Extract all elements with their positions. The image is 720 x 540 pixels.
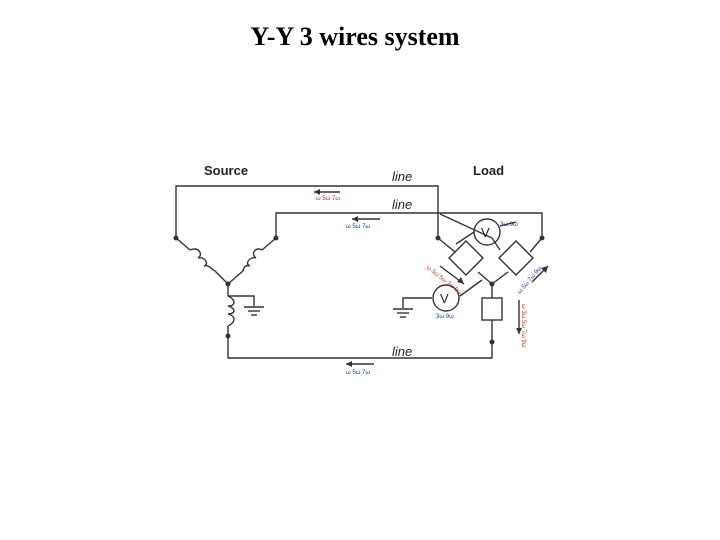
line-label-top: line bbox=[392, 169, 412, 184]
load-branch-left bbox=[437, 237, 456, 253]
source-ground-lead bbox=[228, 295, 255, 306]
load-element-left bbox=[448, 240, 484, 276]
voltmeter-1: V bbox=[473, 218, 501, 246]
source-coil-right bbox=[242, 248, 263, 272]
source-coil-left bbox=[189, 248, 215, 272]
source-coil-bottom bbox=[227, 295, 235, 327]
harmonic-second-line: ω 5ω 7ω bbox=[346, 224, 370, 230]
voltmeter-2-label: V bbox=[440, 291, 449, 306]
line-label-middle: line bbox=[392, 197, 412, 212]
terminal-dots bbox=[173, 235, 545, 345]
source-coil-left-lead bbox=[175, 237, 191, 251]
load-label: Load bbox=[473, 163, 504, 178]
source-label: Source bbox=[204, 163, 248, 178]
wires bbox=[175, 185, 543, 359]
meter1-lead-left bbox=[455, 231, 475, 245]
load-center-left bbox=[477, 271, 493, 285]
harmonic-load-top-right: 3ω 9ω bbox=[500, 222, 518, 228]
harmonic-bottom-line: ω 5ω 7ω bbox=[346, 370, 370, 376]
voltmeter-2: V bbox=[432, 284, 460, 312]
second-line-wire bbox=[275, 212, 543, 238]
load-branch-right bbox=[529, 237, 543, 253]
load-center-right bbox=[491, 271, 509, 285]
source-coil-right-lead bbox=[261, 237, 277, 251]
meter2-lead-right bbox=[459, 279, 483, 297]
voltmeter-1-label: V bbox=[481, 225, 490, 240]
harmonic-meter2: 3ω 9ω bbox=[436, 314, 454, 320]
load-element-right bbox=[498, 240, 534, 276]
ground-symbols bbox=[244, 306, 413, 318]
source-coils bbox=[189, 248, 263, 327]
bottom-line-wire bbox=[227, 336, 493, 359]
slide-title: Y-Y 3 wires system bbox=[250, 22, 460, 51]
meter1-lead-right bbox=[499, 221, 517, 227]
harmonic-top-line: ω 5ω 7ω bbox=[316, 196, 340, 202]
line-label-bottom: line bbox=[392, 344, 412, 359]
source-center-right bbox=[227, 269, 245, 285]
load-element-bottom bbox=[481, 297, 503, 321]
load-branch-mid bbox=[439, 213, 501, 251]
harmonic-load-vertical: ω 3ω 5ω 7ω 9ω bbox=[520, 304, 526, 348]
source-center-left bbox=[213, 269, 229, 285]
direction-arrows bbox=[314, 189, 549, 367]
top-line-wire bbox=[175, 185, 439, 238]
meter2-lead-left bbox=[402, 297, 432, 308]
load-elements bbox=[448, 240, 534, 342]
